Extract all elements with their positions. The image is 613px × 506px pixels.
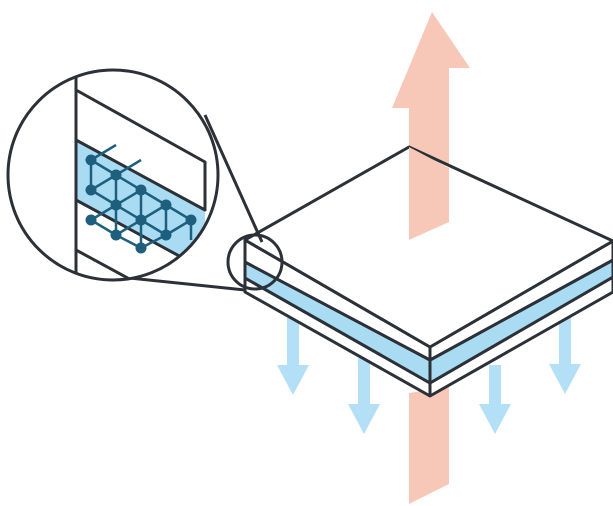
zoom-detail xyxy=(6,68,220,282)
magnifier-circle-icon xyxy=(226,233,284,291)
panel-top-face xyxy=(243,145,613,349)
up-arrow-front-icon xyxy=(409,147,449,240)
lattice-nodes xyxy=(85,154,197,254)
down-arrow-lower-icon xyxy=(409,387,449,504)
layered-panel xyxy=(243,145,613,398)
down-arrow-icon xyxy=(277,318,581,434)
